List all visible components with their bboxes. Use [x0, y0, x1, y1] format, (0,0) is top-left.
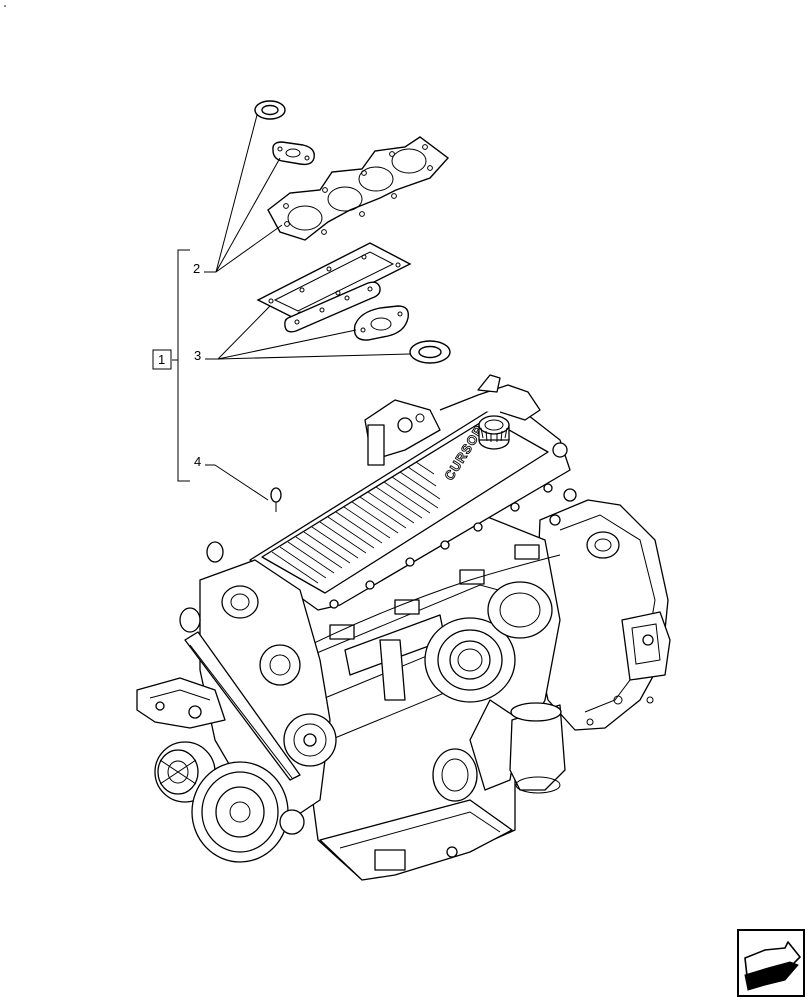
callout-system: 1 2 3 4: [152, 114, 411, 501]
manifold-gasket: [267, 136, 450, 241]
lifting-eye: [270, 487, 282, 512]
callout-1: 1: [158, 352, 165, 367]
harness-connectors: [299, 544, 561, 651]
drive-belt: [184, 631, 301, 781]
callout-box-1: [152, 349, 172, 370]
oil-filter: [509, 702, 566, 794]
valve-cover: CURSOR: [249, 404, 571, 611]
flywheel-housing: [534, 499, 671, 731]
gasket-group-3: [256, 242, 451, 364]
rear-top-components: [364, 374, 577, 526]
arrow-icon[interactable]: [737, 929, 805, 997]
idler-pulleys: [259, 644, 337, 767]
corner-mark: [4, 5, 6, 7]
cover-bolts: [329, 483, 553, 609]
cover-fins: [271, 461, 441, 584]
assembly-bracket: [177, 249, 190, 482]
small-flange-gasket: [272, 141, 315, 166]
oval-flange-gasket: [353, 305, 409, 341]
crankshaft-pulley: [191, 761, 305, 863]
washer-bottom: [409, 340, 451, 364]
washer-top: [254, 100, 286, 120]
callout-4: 4: [194, 454, 201, 469]
engine-assembly: CURSOR: [136, 374, 671, 881]
callout-2: 2: [193, 261, 200, 276]
turbocharger: [424, 581, 553, 802]
strip-gasket: [284, 281, 381, 333]
oil-pan: [319, 799, 513, 881]
gasket-group-2: [254, 100, 450, 241]
oil-filler-cap: [478, 415, 510, 450]
intake-pipes: [344, 614, 446, 701]
callout-3: 3: [194, 348, 201, 363]
engine-mount: [136, 677, 226, 729]
